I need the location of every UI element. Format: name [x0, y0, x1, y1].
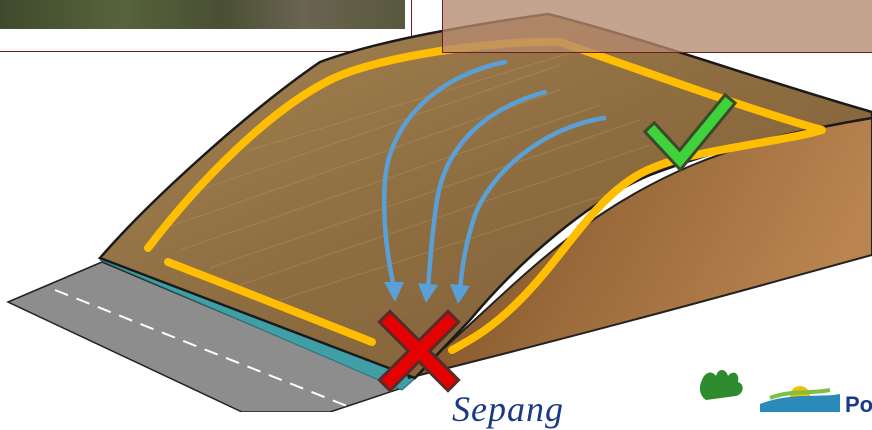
field-illustration [0, 0, 872, 412]
oak-leaf-logo-icon [700, 370, 840, 412]
diagram-canvas: Sepang Po [0, 0, 872, 412]
photo-inset-right [442, 0, 872, 53]
logo-text-right: Po [845, 392, 872, 418]
logo-text-left: Sepang [452, 388, 564, 430]
